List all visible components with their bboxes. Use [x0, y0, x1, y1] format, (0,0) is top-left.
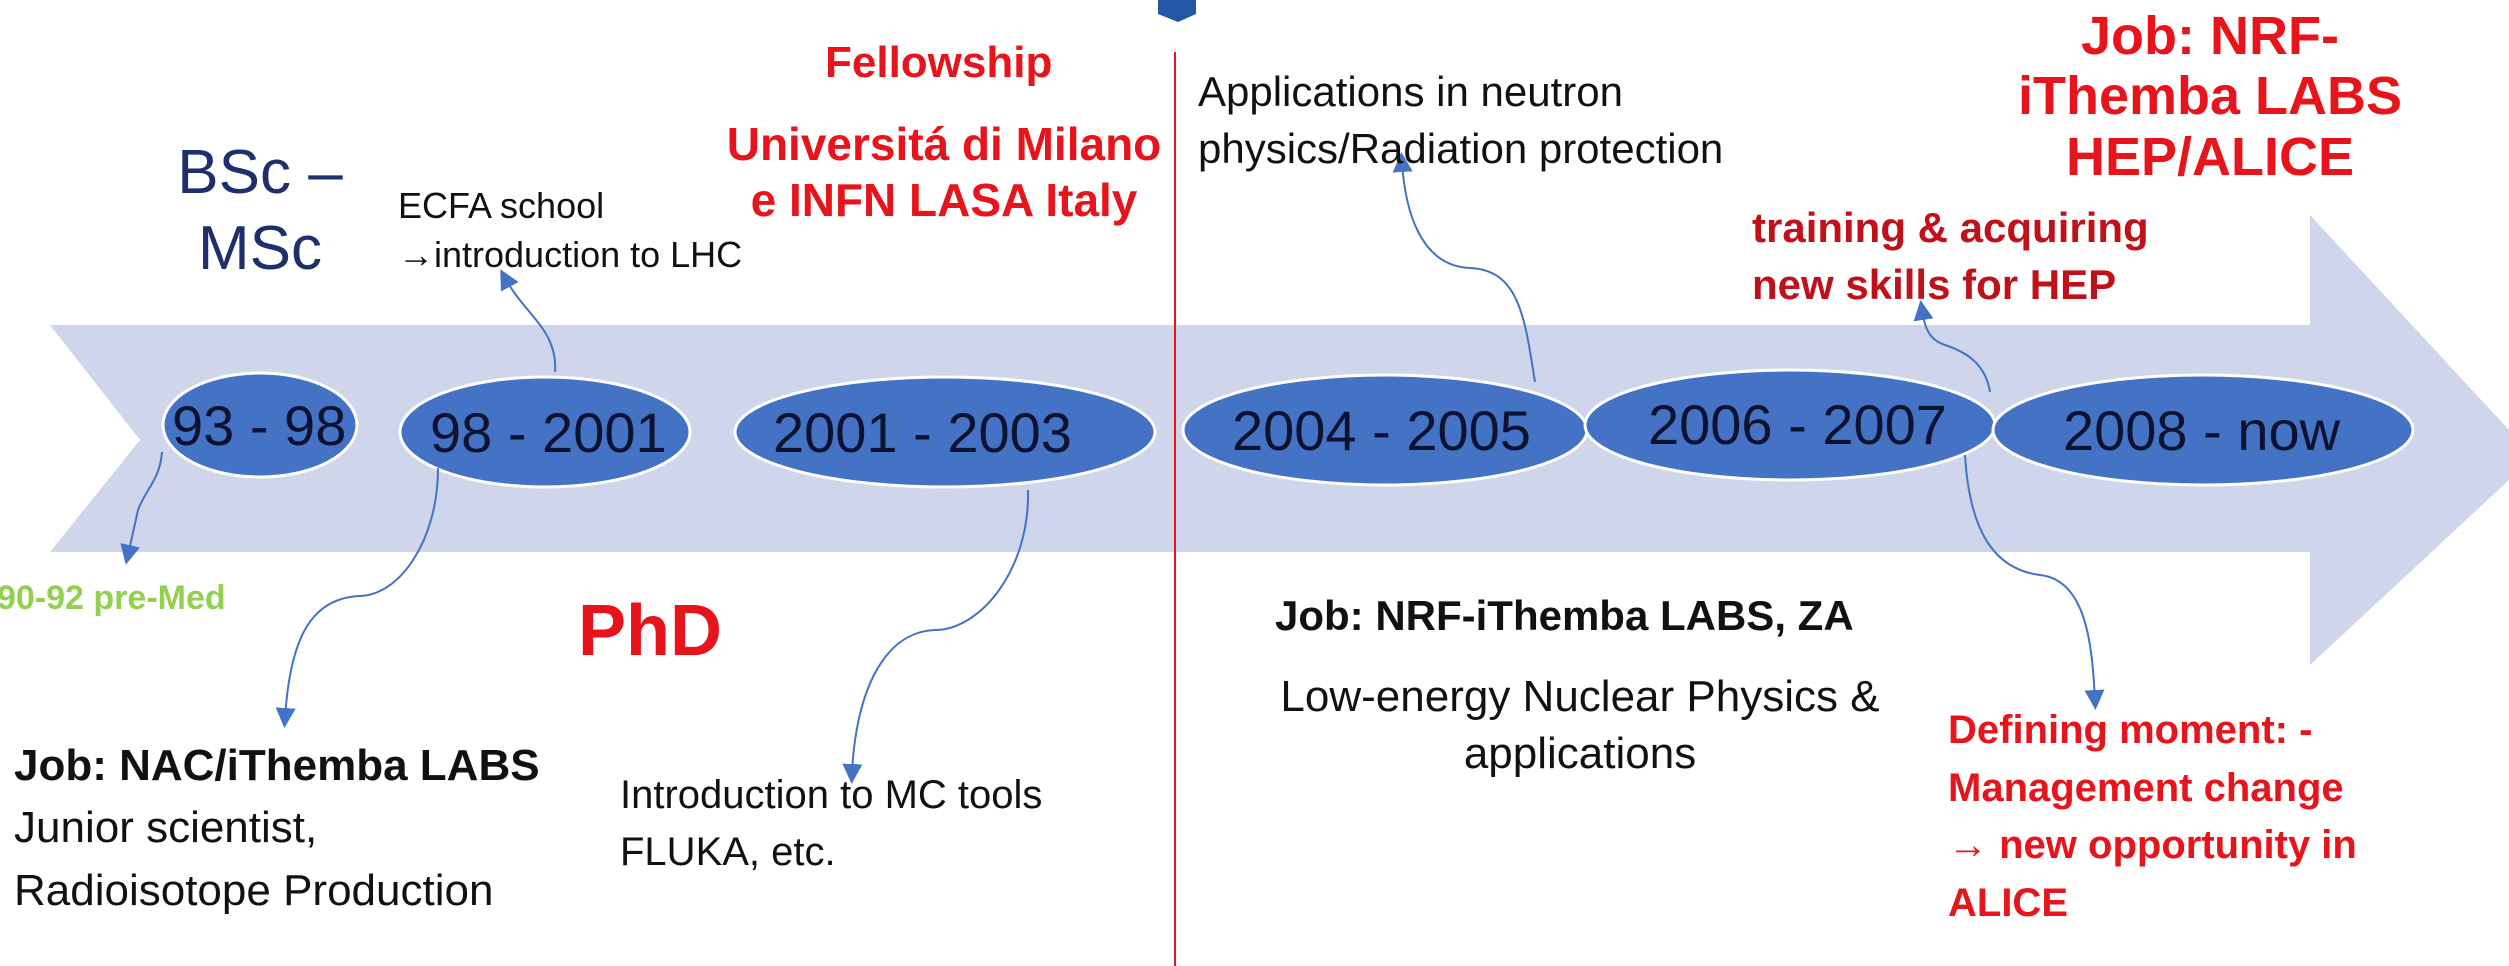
fellowship-line2: e INFN LASA Italy: [750, 174, 1138, 227]
neutron-line1: Applications in neutron: [1198, 68, 1623, 115]
phd-label: PhD: [578, 591, 722, 671]
period-ellipse-2008-now: [1991, 373, 2415, 487]
defining-line4: ALICE: [1948, 880, 2068, 925]
fellowship-institution: Universitá di Milano e INFN LASA Italy: [718, 116, 1170, 228]
training-note: training & acquiring new skills for HEP: [1752, 200, 2149, 313]
connector-neutron: [1392, 152, 1536, 383]
connector-defining: [1964, 454, 2105, 710]
defining-line1: Defining moment: -: [1948, 708, 2313, 752]
mc-line2: FLUKA, etc.: [620, 829, 836, 874]
nrf-za-desc: Low-energy Nuclear Physics & application…: [1240, 668, 1920, 782]
defining-moment-note: Defining moment: - Management change → n…: [1948, 702, 2357, 932]
bsc-msc-label: BSc – MSc: [175, 135, 345, 286]
connector-mc: [842, 489, 1030, 784]
connector-ecfa: [500, 269, 557, 373]
period-ellipse-2001-2003: [733, 375, 1157, 489]
defining-line3: → new opportunity in: [1948, 823, 2357, 868]
fellowship-title: Fellowship: [825, 38, 1053, 87]
connector-training: [1913, 300, 1991, 393]
defining-line2: Management change: [1948, 765, 2344, 810]
connector-premed: [120, 451, 163, 565]
period-label-2008-now: 2008 - now: [2063, 399, 2341, 462]
nac-line1: Junior scientist,: [14, 803, 318, 853]
neutron-note: Applications in neutron physics/Radiatio…: [1198, 64, 1723, 177]
nrf-hep-line2: iThemba LABS: [2017, 66, 2403, 127]
ecfa-note: ECFA school →introduction to LHC: [398, 182, 742, 279]
nac-title: Job: NAC/iThemba LABS: [14, 741, 540, 790]
bsc-line: BSc –: [177, 138, 343, 207]
nrf-hep-line3: HEP/ALICE: [2065, 126, 2355, 187]
period-label-2004-2005: 2004 - 2005: [1232, 399, 1531, 462]
mc-tools-note: Introduction to MC tools FLUKA, etc.: [620, 767, 1042, 881]
period-label-2006-2007: 2006 - 2007: [1648, 393, 1947, 456]
period-ellipse-98-2001: [398, 375, 692, 489]
ecfa-line1: ECFA school: [398, 185, 605, 226]
nac-job: Job: NAC/iThemba LABS Junior scientist, …: [14, 735, 540, 922]
neutron-line2: physics/Radiation protection: [1198, 124, 1724, 172]
logo-fragment: [1158, 0, 1196, 22]
nrf-za-line2: applications: [1463, 729, 1697, 779]
fellowship-line1: Universitá di Milano: [726, 118, 1162, 170]
premed-note: 90-92 pre-Med: [0, 579, 226, 617]
nrf-hep-job: Job: NRF- iThemba LABS HEP/ALICE: [2010, 6, 2410, 187]
training-line1: training & acquiring: [1752, 204, 2149, 251]
ecfa-line2: →introduction to LHC: [398, 233, 743, 275]
period-label-98-2001: 98 - 2001: [430, 401, 667, 464]
nac-line2: Radioisotope Production: [14, 865, 494, 915]
msc-line: MSc: [198, 213, 322, 283]
period-label-93-98: 93 - 98: [172, 394, 347, 457]
training-line2: new skills for HEP: [1752, 260, 2117, 308]
period-label-2001-2003: 2001 - 2003: [773, 401, 1072, 464]
period-ellipse-93-98: [161, 371, 359, 479]
mc-line1: Introduction to MC tools: [620, 773, 1043, 817]
connector-nac: [275, 467, 439, 728]
nrf-za-line1: Low-energy Nuclear Physics &: [1280, 672, 1880, 721]
nrf-hep-line1: Job: NRF-: [2081, 6, 2339, 66]
nrf-za-title: Job: NRF-iThemba LABS, ZA: [1275, 592, 1854, 639]
